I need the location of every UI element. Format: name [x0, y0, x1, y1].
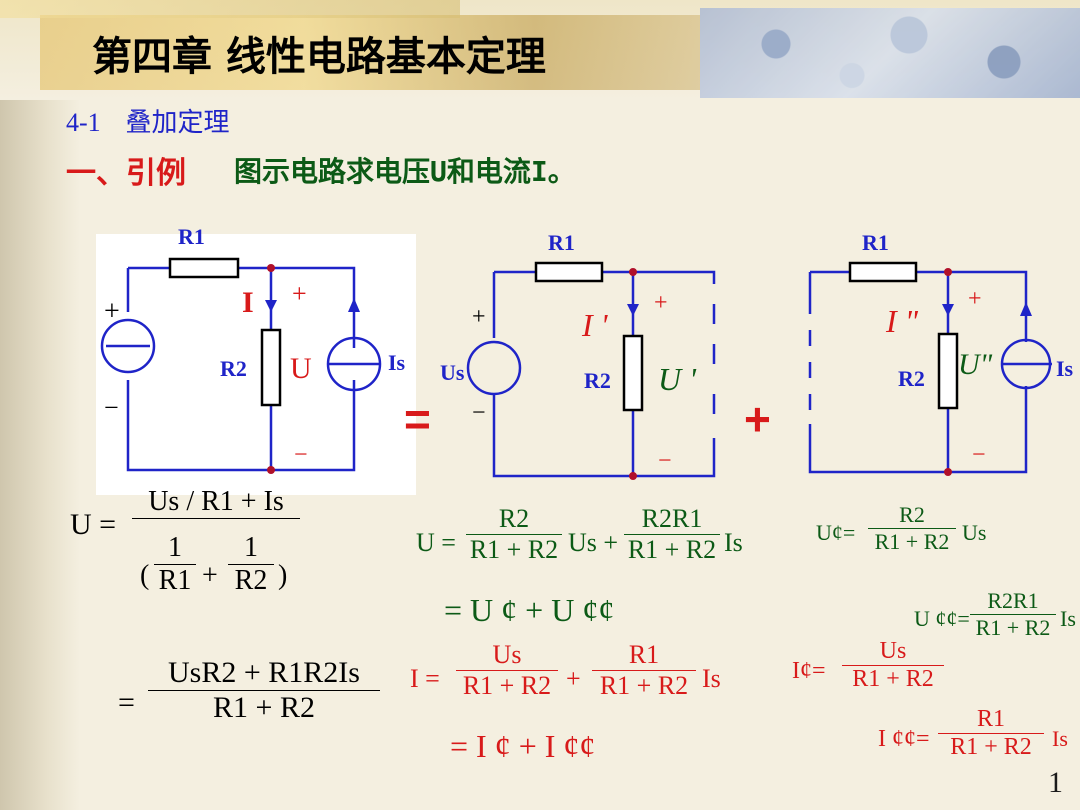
- i2-fraction: R1 R1 + R2: [938, 706, 1044, 761]
- i-mid-sum: = I ¢ + I ¢¢: [450, 728, 596, 764]
- u-left-lhs: U =: [70, 508, 117, 541]
- left-gradient: [0, 0, 80, 810]
- u2-lhs: U ¢¢=: [914, 606, 970, 631]
- u-left-numerator: Us / R1 + Is: [148, 486, 284, 517]
- example-heading: 一、引例: [66, 156, 186, 191]
- u-left-den-open: (: [140, 560, 150, 591]
- label-r1: R1: [178, 224, 205, 249]
- label-u: U: [290, 352, 312, 385]
- i-mid-f2-tail: Is: [702, 664, 721, 693]
- source-arrow: [348, 298, 360, 312]
- i-mid-f2: R1 R1 + R2: [592, 640, 696, 701]
- section-number: 4-1: [66, 108, 101, 137]
- u2-tail: Is: [1060, 606, 1076, 631]
- page-number: 1: [1048, 766, 1063, 799]
- plus-sign: +: [744, 393, 771, 445]
- us-minus: −: [104, 393, 119, 422]
- label-plus: +: [654, 290, 668, 316]
- i2-tail: Is: [1052, 726, 1068, 751]
- label-i: I: [242, 286, 254, 319]
- i1-fraction: Us R1 + R2: [842, 638, 944, 693]
- r1-resistor: [168, 257, 240, 279]
- u-mid-sum: = U ¢ + U ¢¢: [444, 592, 615, 628]
- u-mid-f2: R2R1 R1 + R2: [624, 504, 720, 565]
- slide-title: 第四章 线性电路基本定理: [92, 34, 546, 80]
- circuit-original: R1 R2 Us Is I U + − + −: [96, 224, 416, 495]
- u-mid-f1: R2 R1 + R2: [466, 504, 562, 565]
- u-left-den-f1: 1 R1: [154, 532, 196, 597]
- label-plus: +: [968, 286, 982, 312]
- u1-tail: Us: [962, 520, 987, 545]
- i-mid-f1: Us R1 + R2: [456, 640, 558, 701]
- u1-lhs: U¢=: [816, 520, 856, 545]
- label-minus: −: [294, 442, 308, 468]
- label-minus: −: [972, 442, 986, 468]
- label-plus: +: [292, 279, 307, 308]
- u-left2-fraction: UsR2 + R1R2Is R1 + R2: [148, 656, 380, 725]
- u-left-den-op: +: [202, 560, 218, 591]
- label-i-double-prime: I ": [885, 303, 919, 339]
- label-r2: R2: [220, 356, 247, 381]
- i-mid-lhs: I =: [410, 664, 440, 693]
- example-text: 图示电路求电压U和电流I。: [234, 155, 576, 188]
- decorative-mosaic: [700, 8, 1080, 98]
- label-i-prime: I ': [581, 307, 609, 343]
- label-is: Is: [388, 350, 406, 375]
- equals-sign: =: [404, 393, 431, 445]
- u1-fraction: R2 R1 + R2: [868, 502, 956, 555]
- label-u-prime: U ': [658, 361, 697, 397]
- u-mid-f1-tail: Us +: [568, 528, 619, 557]
- i-mid-op: +: [566, 664, 581, 693]
- circuit-us-only: R1 R2 Us I ' U ' + − + −: [440, 230, 716, 480]
- u-mid-lhs: U =: [416, 528, 456, 557]
- u-left2-lhs: =: [118, 686, 135, 719]
- u-left-den-close: ): [278, 560, 288, 591]
- r2-resistor: [260, 328, 282, 407]
- label-minus: −: [658, 448, 672, 474]
- i2-lhs: I ¢¢=: [878, 726, 930, 752]
- u-left-fraction: Us / R1 + Is: [132, 486, 300, 519]
- title-banner-strip: [0, 0, 460, 18]
- label-r1: R1: [548, 230, 575, 255]
- label-is: Is: [1056, 356, 1074, 381]
- u-mid-f2-tail: Is: [724, 528, 743, 557]
- label-r2: R2: [584, 368, 611, 393]
- label-us: Us: [440, 360, 465, 385]
- us-plus: +: [104, 296, 120, 327]
- label-r1: R1: [862, 230, 889, 255]
- circuit-is-only: R1 R2 Is I " U" + −: [808, 230, 1074, 476]
- u2-fraction: R2R1 R1 + R2: [970, 588, 1056, 641]
- label-r2: R2: [898, 366, 925, 391]
- us-plus: +: [472, 304, 486, 330]
- title-banner: [40, 15, 700, 90]
- label-u-double-prime: U": [958, 348, 993, 381]
- us-minus: −: [472, 400, 486, 426]
- section-heading: 4-1 叠加定理: [66, 102, 229, 139]
- i1-lhs: I¢=: [792, 658, 826, 684]
- current-arrow: [265, 300, 277, 312]
- section-name: 叠加定理: [125, 108, 230, 138]
- u-left-den-f2: 1 R2: [228, 532, 274, 597]
